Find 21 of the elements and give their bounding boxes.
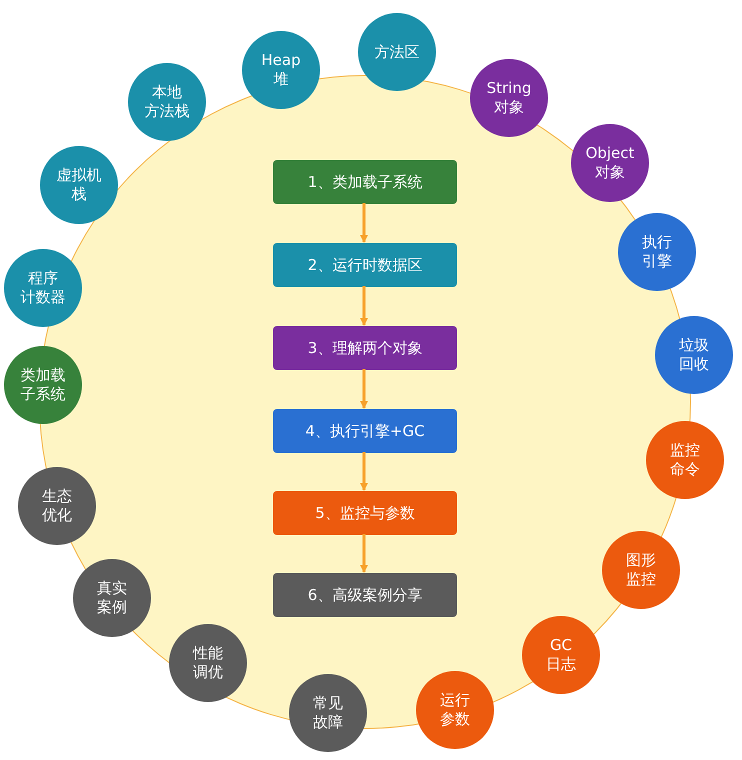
topic-circle: 监控命令 [646, 421, 724, 499]
topic-circle: Heap 堆 [242, 31, 320, 109]
topic-circle: 本地方法栈 [128, 63, 206, 141]
step-box: 3、理解两个对象 [273, 326, 457, 370]
topic-circle: 类加载子系统 [4, 346, 82, 424]
step-box: 4、执行引擎+GC [273, 409, 457, 453]
arrow [360, 286, 368, 326]
step-box: 1、类加载子系统 [273, 160, 457, 204]
arrow [360, 369, 368, 409]
arrow [360, 452, 368, 491]
topic-circle: 执行引擎 [618, 213, 696, 291]
topic-circle: 垃圾回收 [655, 316, 733, 394]
arrow [360, 203, 368, 243]
topic-circle: String 对象 [470, 59, 548, 137]
topic-circle: 方法区 [358, 13, 436, 91]
step-box: 6、高级案例分享 [273, 573, 457, 617]
topic-circle: 程序计数器 [4, 249, 82, 327]
step-box: 2、运行时数据区 [273, 243, 457, 287]
arrow [360, 534, 368, 573]
step-box: 5、监控与参数 [273, 491, 457, 535]
topic-circle: 生态优化 [18, 467, 96, 545]
